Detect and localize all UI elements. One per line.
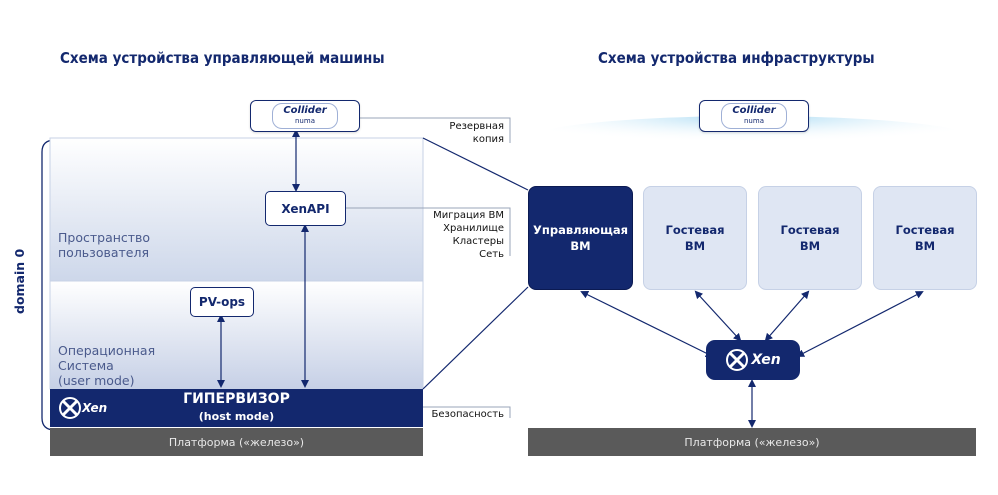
xen-logo-icon <box>726 349 749 371</box>
line-mgmt <box>345 207 511 256</box>
xen-hypervisor-badge: Xen <box>706 340 800 380</box>
right-title: Схема устройства инфраструктуры <box>598 49 875 67</box>
logo-sub: numa <box>744 117 764 125</box>
xenapi-box: XenAPI <box>265 191 346 226</box>
collider-logo-icon: Collider numa <box>272 103 338 129</box>
logo-sub: numa <box>295 117 315 125</box>
backup-label: Резервная копия <box>449 121 504 145</box>
mgmt-label: Миграция ВМ Хранилище Кластеры Сеть <box>433 210 504 260</box>
pvops-box: PV-ops <box>190 287 254 317</box>
arrow-vm2-xen <box>694 290 742 342</box>
hypervisor-title: ГИПЕРВИЗОР <box>183 391 290 407</box>
vm-guest-3: Гостевая ВМ <box>873 186 977 290</box>
arrow-vm3-xen <box>764 290 810 342</box>
logo-name: Collider <box>732 105 776 116</box>
collider-logo-left: Collider numa <box>250 100 360 132</box>
vm-guest-1: Гостевая ВМ <box>643 186 747 290</box>
left-title: Схема устройства управляющей машины <box>60 49 385 67</box>
collider-logo-icon: Collider numa <box>721 103 787 129</box>
collider-logo-right: Collider numa <box>699 100 809 132</box>
arrow-vm1-xen <box>580 291 714 357</box>
domain0-label: domain 0 <box>12 248 27 314</box>
funnel-top <box>422 137 529 191</box>
os-label: Операционная Система (user mode) <box>58 343 156 388</box>
line-backup <box>358 117 511 143</box>
domain0-bracket <box>41 139 56 431</box>
cloud-glow <box>532 116 972 160</box>
security-label: Безопасность <box>431 409 505 420</box>
xen-logo-text: Xen <box>82 401 108 415</box>
platform-right: Платформа («железо») <box>528 428 976 456</box>
platform-left: Платформа («железо») <box>50 428 423 456</box>
xen-logo-svg <box>59 397 81 419</box>
line-security <box>423 406 511 418</box>
xen-logo-icon: Xen <box>58 395 108 421</box>
userspace-label: Пространство пользователя <box>58 230 151 260</box>
vm-management: Управляющая ВМ <box>528 186 633 290</box>
hypervisor-mode: (host mode) <box>198 410 275 423</box>
arrow-vm4-xen <box>796 291 924 357</box>
funnel-bottom <box>422 286 529 390</box>
logo-name: Collider <box>283 105 327 116</box>
hypervisor-bar: Xen ГИПЕРВИЗОР (host mode) <box>50 389 423 427</box>
xen-logo-text: Xen <box>751 352 781 368</box>
vm-guest-2: Гостевая ВМ <box>758 186 862 290</box>
